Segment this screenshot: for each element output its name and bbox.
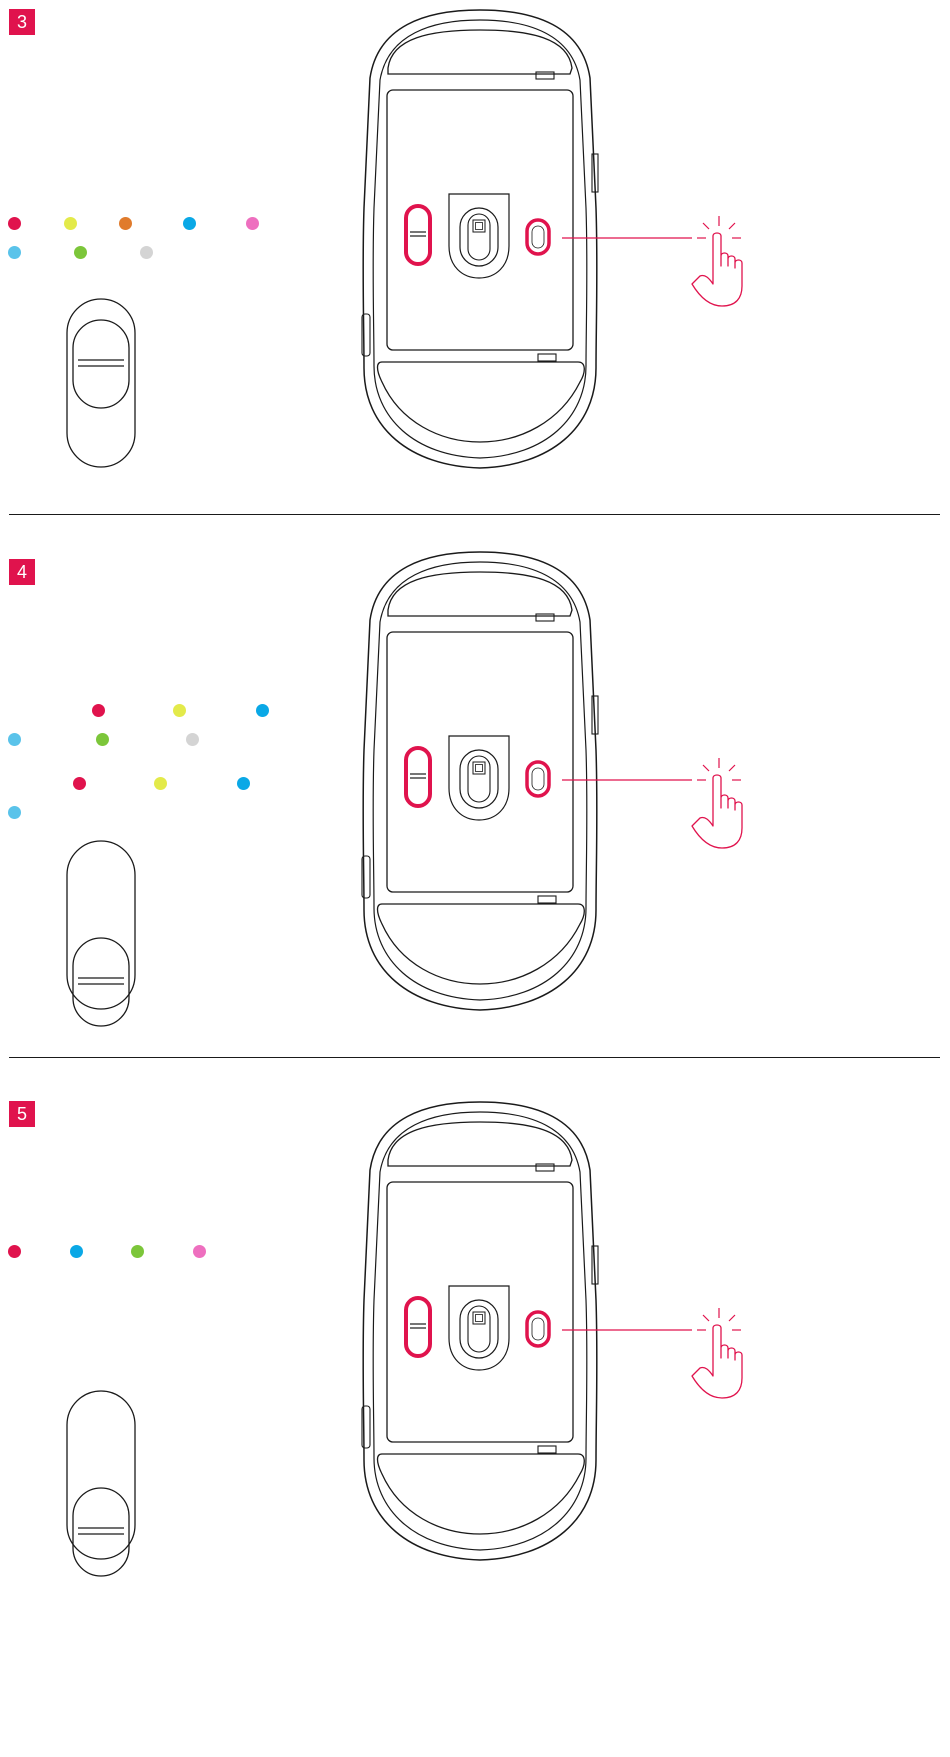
indicator-dot xyxy=(8,1245,21,1258)
step-badge: 4 xyxy=(9,559,35,585)
indicator-dot xyxy=(173,704,186,717)
section-divider xyxy=(9,514,940,515)
indicator-dot xyxy=(73,777,86,790)
indicator-dot xyxy=(92,704,105,717)
indicator-dot xyxy=(70,1245,83,1258)
tap-hand-icon xyxy=(560,214,760,314)
indicator-dot xyxy=(193,1245,206,1258)
indicator-dot xyxy=(131,1245,144,1258)
indicator-dot xyxy=(8,217,21,230)
indicator-dot xyxy=(119,217,132,230)
step-section-3: 3 xyxy=(0,0,950,612)
indicator-dot xyxy=(183,217,196,230)
slide-switch-icon xyxy=(66,298,136,468)
indicator-dot xyxy=(246,217,259,230)
indicator-dot xyxy=(74,246,87,259)
step-section-4: 4 xyxy=(0,550,950,1162)
indicator-dot xyxy=(64,217,77,230)
section-divider xyxy=(9,1057,940,1058)
indicator-dot xyxy=(140,246,153,259)
indicator-dot xyxy=(256,704,269,717)
tap-hand-icon xyxy=(560,756,760,856)
indicator-dot xyxy=(154,777,167,790)
indicator-dot xyxy=(186,733,199,746)
step-badge: 3 xyxy=(9,9,35,35)
indicator-dot xyxy=(8,806,21,819)
indicator-dot xyxy=(96,733,109,746)
step-badge: 5 xyxy=(9,1101,35,1127)
slide-switch-icon xyxy=(66,1390,136,1560)
tap-hand-icon xyxy=(560,1306,760,1406)
slide-switch-icon xyxy=(66,840,136,1010)
indicator-dot xyxy=(8,733,21,746)
indicator-dot xyxy=(237,777,250,790)
step-section-5: 5 xyxy=(0,1092,950,1704)
indicator-dot xyxy=(8,246,21,259)
